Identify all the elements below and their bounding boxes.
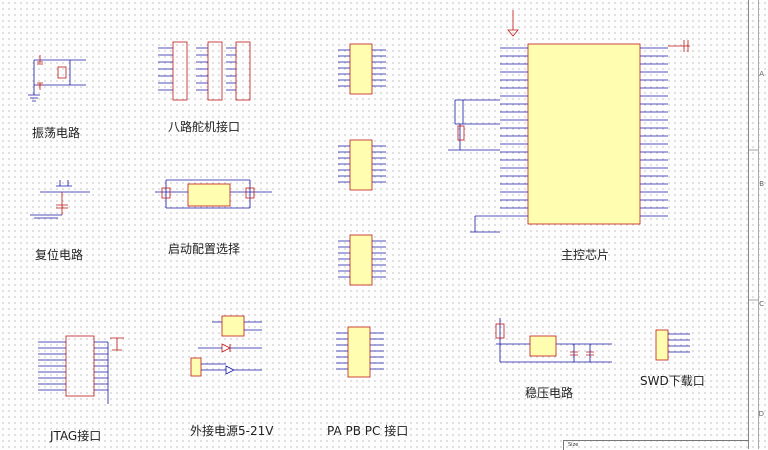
- jtag-header: [38, 335, 124, 404]
- section-label-jtag: JTAG接口: [50, 429, 102, 443]
- port-header-pa: [349, 43, 373, 95]
- section-label-regulator: 稳压电路: [525, 386, 574, 400]
- border-zone-a: A: [759, 70, 764, 78]
- section-label-reset: 复位电路: [35, 248, 84, 262]
- border-zone-d: D: [758, 410, 764, 418]
- mcu-body: [527, 43, 641, 225]
- sheet-border: [748, 0, 749, 449]
- sheet-border-outer: [758, 0, 759, 449]
- power-jack: [190, 357, 202, 377]
- port-header-pb: [349, 139, 373, 191]
- title-block-size-label: Size: [568, 442, 579, 448]
- reset-circuit: [30, 180, 90, 219]
- port-header-extra: [347, 326, 371, 378]
- servo-connectors: [158, 41, 251, 101]
- port-headers: [336, 43, 386, 378]
- regulator-chip: [529, 335, 557, 357]
- title-block: Size: [563, 440, 749, 450]
- section-label-oscillator: 振荡电路: [32, 126, 81, 140]
- border-zone-c: C: [759, 300, 764, 308]
- section-label-ports: PA PB PC 接口: [327, 424, 409, 438]
- border-zone-b: B: [759, 180, 764, 188]
- swd-header: [655, 329, 690, 361]
- servo-header-1: [172, 41, 188, 101]
- section-label-main-chip: 主控芯片: [561, 248, 610, 262]
- servo-header-3: [235, 41, 251, 101]
- crystal-symbol: [57, 66, 67, 79]
- external-power-circuit: [190, 315, 262, 377]
- regulator-circuit: [495, 318, 612, 363]
- section-label-servo: 八路舵机接口: [168, 120, 241, 134]
- section-label-boot: 启动配置选择: [168, 242, 241, 256]
- section-label-ext-power: 外接电源5-21V: [190, 424, 274, 438]
- servo-header-2: [207, 41, 223, 101]
- border-ticks: [748, 149, 758, 301]
- boot-select-circuit: [155, 179, 272, 209]
- boot-switch: [187, 183, 231, 207]
- port-header-pc: [349, 234, 373, 286]
- oscillator-circuit: [28, 55, 86, 102]
- section-label-swd: SWD下载口: [640, 374, 705, 388]
- mcu-chip: [448, 10, 690, 233]
